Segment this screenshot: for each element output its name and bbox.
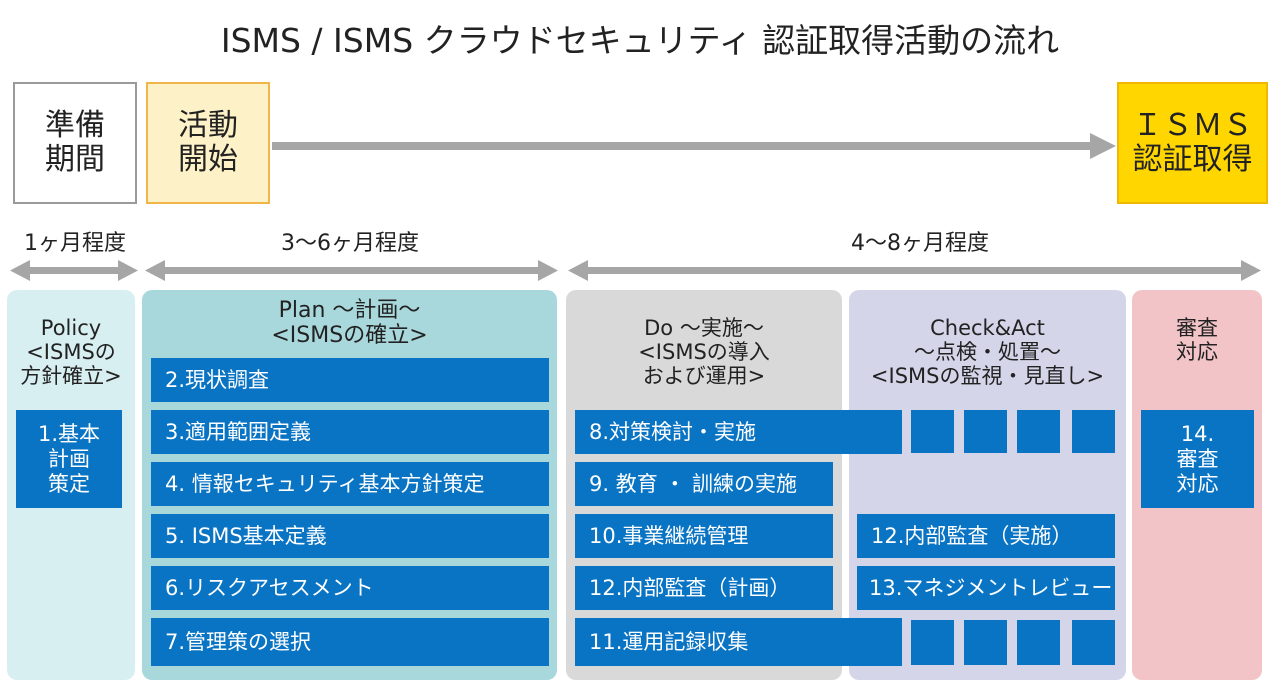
task-countermeasures: 8.対策検討・実施 [575,410,902,454]
progress-block [1072,620,1115,665]
task-control-selection: 7.管理策の選択 [151,618,549,666]
duration-arrow-plan-left [145,260,165,281]
duration-arrow-plan-shaft [160,267,542,274]
progress-block [964,620,1007,665]
task-basic-plan: 1.基本 計画 策定 [16,410,122,508]
phase-header-review: 審査 対応 [1176,316,1218,364]
duration-arrow-do-right [1241,260,1261,281]
task-current-survey: 2.現状調査 [151,358,549,402]
stage-preparation: 準備 期間 [13,82,137,204]
duration-arrow-plan-right [538,260,558,281]
duration-arrow-do-left [568,260,588,281]
task-isms-definition: 5. ISMS基本定義 [151,514,549,558]
progress-block [911,410,954,453]
phase-header-check-act: Check&Act 〜点検・処置〜 <ISMSの監視・見直し> [870,316,1105,388]
duration-arrow-prep-shaft [26,267,126,274]
diagram-title: ISMS / ISMS クラウドセキュリティ 認証取得活動の流れ [220,21,1060,60]
progress-block [1017,410,1060,453]
phase-header-plan: Plan 〜計画〜 <ISMSの確立> [271,298,428,348]
duration-arrow-prep-right [118,260,138,281]
duration-arrow-do-shaft [584,267,1246,274]
duration-label-prep: 1ヶ月程度 [24,231,126,256]
stage-isms-certification: ＩＳＭＳ 認証取得 [1117,82,1268,204]
stage-activity-start: 活動 開始 [146,82,270,204]
task-education-training: 9. 教育 ・ 訓練の実施 [575,462,833,506]
duration-arrow-prep-left [10,260,30,281]
phase-header-policy: Policy <ISMSの 方針確立> [20,316,122,388]
task-security-policy: 4. 情報セキュリティ基本方針策定 [151,462,549,506]
task-scope-definition: 3.適用範囲定義 [151,410,549,454]
task-risk-assessment: 6.リスクアセスメント [151,566,549,610]
task-management-review: 13.マネジメントレビュー [857,566,1115,610]
progress-block [911,620,954,665]
duration-label-do: 4〜8ヶ月程度 [851,231,989,256]
progress-block [1072,410,1115,453]
duration-label-plan: 3〜6ヶ月程度 [281,231,419,256]
phase-header-do: Do 〜実施〜 <ISMSの導入 および運用> [638,316,770,388]
task-operation-records: 11.運用記録収集 [575,618,902,666]
main-arrow-head [1090,133,1116,159]
phase-panel-check-act [849,290,1126,680]
task-internal-audit-execution: 12.内部監査（実施） [857,514,1115,558]
progress-block [964,410,1007,453]
task-internal-audit-plan: 12.内部監査（計画） [575,566,833,610]
progress-block [1017,620,1060,665]
task-audit-response: 14. 審査 対応 [1141,410,1254,508]
main-arrow-shaft [272,142,1092,150]
task-business-continuity: 10.事業継続管理 [575,514,833,558]
